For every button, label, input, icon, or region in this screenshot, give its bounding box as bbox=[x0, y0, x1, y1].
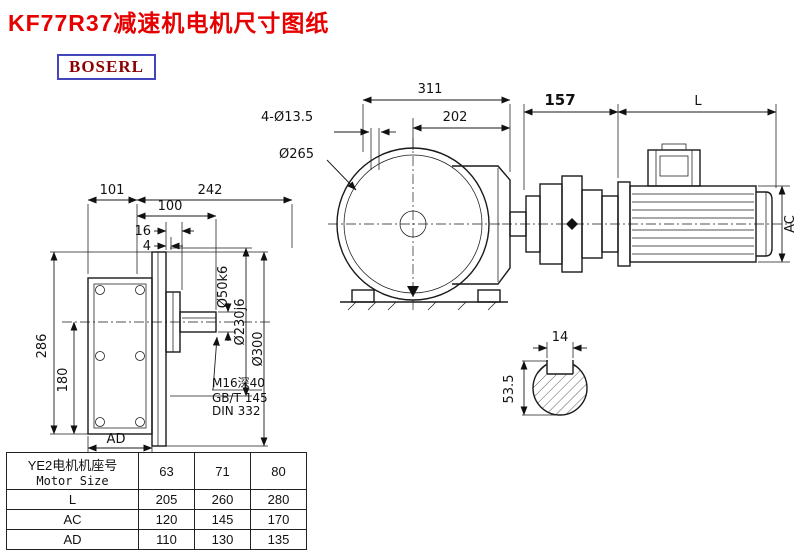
value-AD-80: 135 bbox=[250, 529, 307, 550]
front-view bbox=[328, 128, 511, 312]
row-label-L: L bbox=[6, 489, 139, 510]
gear-housing bbox=[87, 277, 153, 435]
dim-242: 242 bbox=[198, 183, 223, 198]
table-row-AC: AC 120 145 170 bbox=[6, 509, 307, 530]
dim-101: 101 bbox=[100, 183, 125, 198]
dim-157: 157 bbox=[544, 91, 575, 109]
value-AC-63: 120 bbox=[138, 509, 195, 530]
row-label-AC: AC bbox=[6, 509, 139, 530]
value-AC-80: 170 bbox=[250, 509, 307, 530]
brand-text: BOSERL bbox=[69, 57, 144, 76]
dim-202: 202 bbox=[443, 110, 468, 125]
dim-AD: AD bbox=[107, 432, 126, 447]
value-L-80: 280 bbox=[250, 489, 307, 510]
value-L-71: 260 bbox=[194, 489, 251, 510]
table-row-AD: AD 110 130 135 bbox=[6, 529, 307, 550]
motor-size-label-cn: YE2电机机座号 bbox=[27, 457, 118, 473]
output-shaft bbox=[179, 311, 217, 333]
shaft-section: 14 53.5 bbox=[502, 330, 588, 416]
dim-286: 286 bbox=[35, 334, 50, 359]
ground-hatch bbox=[347, 301, 497, 311]
side-view-dimensions: 101 242 100 16 4 286 180 bbox=[35, 183, 293, 452]
value-AD-71: 130 bbox=[194, 529, 251, 550]
frame-size-80: 80 bbox=[250, 452, 307, 490]
page-title: KF77R37减速机电机尺寸图纸 bbox=[8, 10, 330, 36]
dim-flange-dia: Ø265 bbox=[279, 147, 314, 162]
dim-16: 16 bbox=[134, 224, 151, 239]
motor-size-label-en: Motor Size bbox=[36, 473, 109, 488]
front-view-dimensions: 311 202 4-Ø13.5 Ø265 bbox=[261, 82, 511, 191]
output-flange bbox=[151, 251, 167, 447]
motor-view-dimensions: 157 L AC bbox=[523, 91, 798, 263]
motor-fins bbox=[632, 193, 754, 255]
note-tap: M16深40 bbox=[212, 376, 265, 390]
dim-311: 311 bbox=[418, 82, 443, 97]
side-view bbox=[62, 251, 270, 447]
dim-key-depth: 53.5 bbox=[502, 375, 517, 404]
datum-diamond bbox=[566, 218, 578, 230]
dim-4: 4 bbox=[143, 239, 151, 254]
dim-bolt-holes: 4-Ø13.5 bbox=[261, 110, 313, 125]
table-row-L: L 205 260 280 bbox=[6, 489, 307, 510]
dim-180: 180 bbox=[56, 368, 71, 393]
value-L-63: 205 bbox=[138, 489, 195, 510]
row-label-AD: AD bbox=[6, 529, 139, 550]
dim-key-width: 14 bbox=[552, 330, 569, 345]
fan-cover bbox=[756, 191, 773, 257]
dim-AC: AC bbox=[783, 215, 798, 233]
value-AC-71: 145 bbox=[194, 509, 251, 530]
value-AD-63: 110 bbox=[138, 529, 195, 550]
brand-logo: BOSERL bbox=[57, 54, 156, 80]
dim-spigot-dia: Ø230j6 bbox=[233, 299, 248, 346]
datum-triangle bbox=[407, 286, 419, 297]
frame-size-63: 63 bbox=[138, 452, 195, 490]
dim-flange-od: Ø300 bbox=[251, 331, 266, 366]
note-din: DIN 332 bbox=[212, 404, 260, 418]
frame-size-71: 71 bbox=[194, 452, 251, 490]
table-header-row: YE2电机机座号 Motor Size 63 71 80 bbox=[6, 452, 307, 490]
note-gbt: GB/T 145 bbox=[212, 391, 268, 405]
dim-shaft-dia: Ø50k6 bbox=[216, 266, 231, 309]
dim-100: 100 bbox=[158, 199, 183, 214]
motor-size-table: YE2电机机座号 Motor Size 63 71 80 L 205 260 2… bbox=[6, 452, 307, 550]
dim-L: L bbox=[694, 94, 702, 109]
motor-view bbox=[502, 143, 792, 273]
motor-size-header: YE2电机机座号 Motor Size bbox=[6, 452, 139, 490]
